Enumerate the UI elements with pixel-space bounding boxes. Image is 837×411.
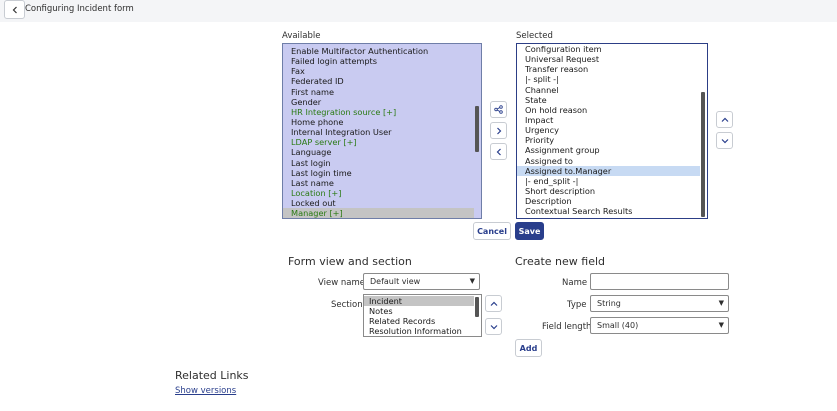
- section-item[interactable]: Related Records: [369, 316, 436, 327]
- selected-item[interactable]: |- split -|: [525, 74, 559, 85]
- page-title: Configuring Incident form: [25, 4, 134, 14]
- selected-item[interactable]: Priority: [525, 135, 555, 146]
- selected-item[interactable]: Contextual Search Results: [525, 206, 633, 217]
- move-down-button[interactable]: [716, 132, 733, 149]
- available-item[interactable]: Manager [+]: [283, 208, 474, 218]
- name-value: [591, 282, 596, 291]
- selected-item[interactable]: On hold reason: [525, 104, 588, 115]
- selected-item[interactable]: Short description: [525, 185, 596, 196]
- split-icon: [494, 105, 503, 114]
- view-name-select[interactable]: Default view ▼: [363, 273, 480, 290]
- selected-item[interactable]: Channel: [525, 84, 559, 95]
- available-item[interactable]: Last login: [291, 157, 331, 168]
- selected-item[interactable]: Universal Request: [525, 54, 600, 65]
- move-right-button[interactable]: [490, 122, 507, 139]
- chevron-down-icon: ▼: [718, 321, 724, 329]
- selected-item[interactable]: |- end_split -|: [525, 175, 579, 186]
- selected-item[interactable]: Impact: [525, 114, 554, 125]
- field-length-label: Field length: [542, 322, 592, 332]
- available-item[interactable]: Federated ID: [291, 76, 344, 87]
- chevron-up-icon: [490, 301, 497, 306]
- available-item[interactable]: Fax: [291, 66, 305, 77]
- available-item[interactable]: HR Integration source [+]: [291, 106, 397, 117]
- back-button[interactable]: [4, 0, 25, 19]
- available-item[interactable]: Failed login attempts: [291, 56, 378, 67]
- view-name-value: Default view: [370, 277, 421, 286]
- selected-item[interactable]: Assigned to: [525, 155, 573, 166]
- chevron-down-icon: ▼: [718, 299, 724, 307]
- chevron-down-icon: [721, 138, 728, 143]
- chevron-left-icon: [496, 148, 501, 155]
- selected-item[interactable]: Configuration item: [525, 44, 602, 54]
- name-input[interactable]: [590, 273, 729, 290]
- available-item[interactable]: LDAP server [+]: [291, 137, 357, 148]
- chevron-up-icon: [721, 117, 728, 122]
- selected-item[interactable]: Description: [525, 196, 572, 207]
- chevron-left-icon: [12, 6, 17, 13]
- available-item[interactable]: Last login time: [291, 167, 352, 178]
- available-item[interactable]: Gender: [291, 96, 322, 107]
- form-view-heading: Form view and section: [288, 255, 412, 268]
- add-split-button[interactable]: [490, 101, 507, 118]
- header-bar: Configuring Incident form: [0, 0, 837, 22]
- selected-item[interactable]: Assigned to.Manager: [517, 165, 700, 176]
- section-label: Section: [331, 300, 363, 310]
- selected-item[interactable]: State: [525, 94, 547, 105]
- chevron-right-icon: [496, 127, 501, 134]
- available-item[interactable]: Enable Multifactor Authentication: [291, 46, 429, 56]
- move-left-button[interactable]: [490, 143, 507, 160]
- section-up-button[interactable]: [485, 295, 502, 312]
- selected-item[interactable]: Assignment group: [525, 145, 600, 156]
- section-scrollbar[interactable]: [474, 296, 480, 335]
- selected-label: Selected: [516, 31, 553, 41]
- section-item[interactable]: Resolution Information: [369, 326, 462, 337]
- available-scrollbar[interactable]: [474, 45, 480, 217]
- move-up-button[interactable]: [716, 111, 733, 128]
- cancel-button[interactable]: Cancel: [473, 222, 511, 240]
- add-button[interactable]: Add: [515, 339, 542, 357]
- available-item[interactable]: First name: [291, 86, 335, 97]
- type-label: Type: [567, 300, 587, 310]
- save-button[interactable]: Save: [515, 222, 544, 240]
- name-label: Name: [562, 278, 588, 288]
- section-item[interactable]: Incident: [364, 296, 474, 307]
- chevron-down-icon: ▼: [469, 277, 475, 285]
- selected-scrollbar[interactable]: [700, 45, 706, 217]
- available-item[interactable]: Last name: [291, 177, 334, 188]
- related-links-heading: Related Links: [175, 369, 249, 382]
- available-item[interactable]: Home phone: [291, 116, 344, 127]
- show-versions-link[interactable]: Show versions: [175, 386, 237, 396]
- selected-item[interactable]: Transfer reason: [525, 64, 589, 75]
- field-length-value: Small (40): [597, 321, 639, 330]
- section-item[interactable]: Notes: [369, 306, 393, 317]
- section-down-button[interactable]: [485, 318, 502, 335]
- available-item[interactable]: Language: [291, 147, 332, 158]
- selected-item[interactable]: Urgency: [525, 125, 559, 136]
- available-item[interactable]: Internal Integration User: [291, 127, 392, 138]
- field-length-select[interactable]: Small (40) ▼: [590, 317, 729, 334]
- chevron-down-icon: [490, 324, 497, 329]
- type-value: String: [597, 299, 621, 308]
- type-select[interactable]: String ▼: [590, 295, 729, 312]
- create-field-heading: Create new field: [515, 255, 606, 268]
- view-name-label: View name: [318, 278, 365, 288]
- available-item[interactable]: Locked out: [291, 198, 336, 209]
- available-item[interactable]: Location [+]: [291, 187, 342, 198]
- available-label: Available: [282, 31, 321, 41]
